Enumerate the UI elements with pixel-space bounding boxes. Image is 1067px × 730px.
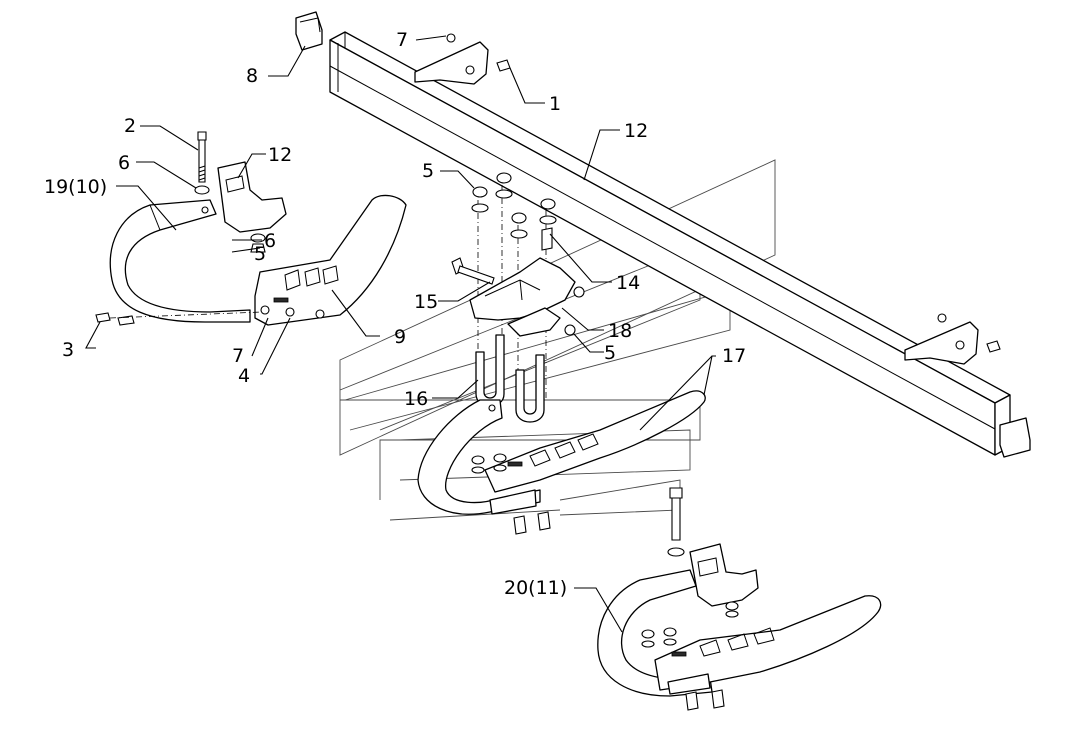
callout-7-top: 7 <box>396 29 408 51</box>
center-tine <box>417 390 706 535</box>
callout-12-left: 12 <box>268 144 292 166</box>
callout-7-left: 7 <box>232 345 244 367</box>
callout-15: 15 <box>414 291 438 313</box>
callout-12-center: 12 <box>624 120 648 142</box>
callout-labels: 7 8 1 2 12 6 19(10) 12 5 6 5 14 15 9 18 … <box>44 29 746 599</box>
callout-14: 14 <box>616 272 640 294</box>
callout-9: 9 <box>394 326 406 348</box>
callout-2: 2 <box>124 115 136 137</box>
callout-5-top: 5 <box>422 160 434 182</box>
left-tine-assembly <box>95 131 407 326</box>
leader-lines <box>85 35 716 633</box>
callout-19-10: 19(10) <box>44 176 107 198</box>
mounting-bracket-right <box>904 313 1001 365</box>
callout-20-11: 20(11) <box>504 577 567 599</box>
callout-5-right: 5 <box>604 342 616 364</box>
callout-18: 18 <box>608 320 632 342</box>
callout-6-mid: 6 <box>264 230 276 252</box>
main-frame-tube <box>329 31 1011 456</box>
end-cap-right <box>999 417 1031 458</box>
bottom-tine-assembly <box>597 487 882 711</box>
callout-1: 1 <box>549 93 561 115</box>
callout-8: 8 <box>246 65 258 87</box>
end-cap-top <box>295 11 323 51</box>
callout-4: 4 <box>238 365 250 387</box>
callout-3: 3 <box>62 339 74 361</box>
callout-17: 17 <box>722 345 746 367</box>
callout-5-mid: 5 <box>254 243 266 265</box>
callout-6-top: 6 <box>118 152 130 174</box>
callout-16: 16 <box>404 388 428 410</box>
center-clamp-assembly <box>451 172 585 423</box>
mounting-bracket-top <box>414 33 511 85</box>
